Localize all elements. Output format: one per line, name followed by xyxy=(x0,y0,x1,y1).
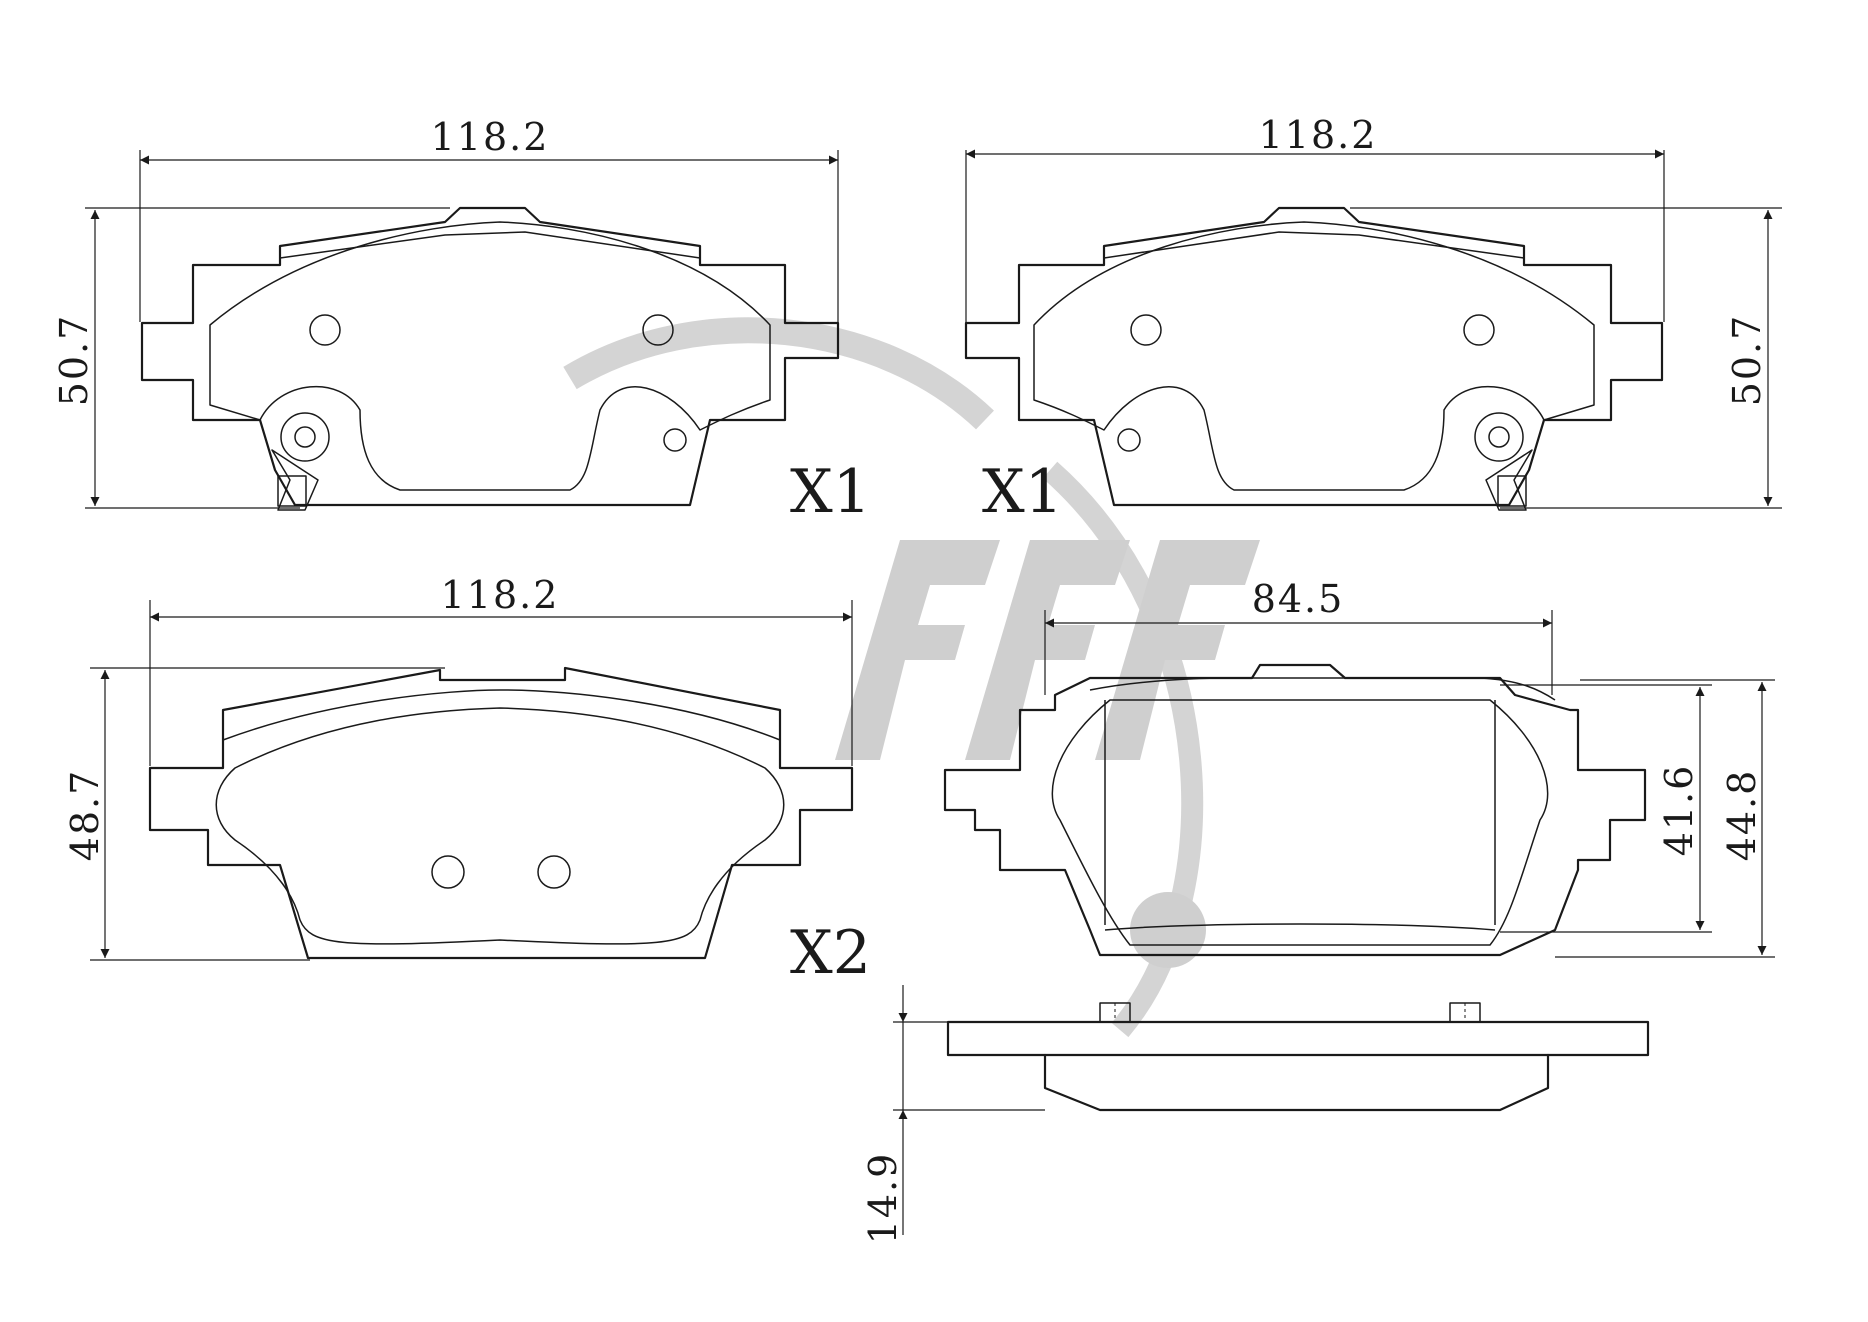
side-profile-view: 14.9 xyxy=(861,985,1650,1245)
pad-1-friction-material xyxy=(209,221,771,491)
backplate-view: 84.5 41.6 44.8 xyxy=(943,577,1775,958)
pad-1-wear-sensor xyxy=(271,412,330,511)
pad-1-width-label: 118.2 xyxy=(431,115,550,159)
pad-2-quantity: X1 xyxy=(982,457,1063,527)
brake-pad-3: 118.2 48.7 X2 xyxy=(63,573,871,988)
side-profile-backplate xyxy=(946,1020,1650,1057)
pad-3-width-label: 118.2 xyxy=(441,573,560,617)
watermark-logo xyxy=(563,317,1260,1038)
brake-pad-1: 118.2 50.7 X1 xyxy=(52,115,871,527)
backplate-width-label: 84.5 xyxy=(1252,577,1345,621)
side-profile-friction xyxy=(1043,1053,1550,1112)
pad-1-quantity: X1 xyxy=(790,457,871,527)
backplate-friction-outline xyxy=(1051,699,1549,946)
pad-2-height-label: 50.7 xyxy=(1725,314,1769,407)
pad-3-friction-material xyxy=(215,707,785,945)
pad-1-height-label: 50.7 xyxy=(52,314,96,407)
pad-3-quantity: X2 xyxy=(790,918,871,988)
backplate-inner-height-label: 41.6 xyxy=(1657,764,1701,857)
side-thickness-label: 14.9 xyxy=(861,1152,905,1245)
pad-1-backplate xyxy=(140,206,840,507)
backplate-outer-height-label: 44.8 xyxy=(1720,769,1764,862)
brake-pad-2: 118.2 50.7 X1 xyxy=(964,113,1782,527)
pad-2-width-label: 118.2 xyxy=(1259,113,1378,157)
pad-3-height-label: 48.7 xyxy=(63,769,107,862)
backplate-outline xyxy=(943,663,1647,957)
pad-3-backplate xyxy=(148,666,854,960)
